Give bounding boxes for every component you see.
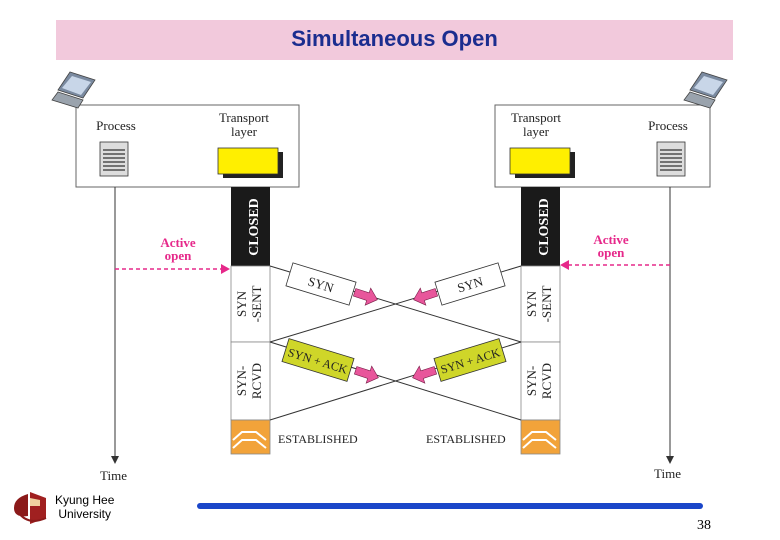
left-active-open-line1: Active bbox=[160, 235, 196, 250]
left-syn-label: SYN bbox=[306, 274, 336, 296]
left-closed-state bbox=[231, 187, 270, 266]
right-active-open-arrowhead bbox=[560, 260, 569, 270]
synack-arrow-left-icon bbox=[412, 365, 438, 384]
left-syn-sent-label-1: SYN bbox=[234, 290, 249, 317]
university-name-line2: University bbox=[58, 506, 112, 521]
right-document-icon bbox=[656, 141, 686, 177]
synack-arrow-right-icon bbox=[353, 365, 379, 384]
left-synack-segment: SYN + ACK bbox=[281, 338, 355, 382]
university-logo-icon bbox=[14, 492, 47, 524]
left-syn-sent-state bbox=[230, 265, 271, 343]
left-active-open-label: Active open bbox=[152, 236, 204, 262]
left-transport-box bbox=[217, 147, 279, 175]
left-established-icon bbox=[230, 419, 271, 455]
left-active-open-arrowhead bbox=[221, 264, 230, 274]
left-established-label: ESTABLISHED bbox=[278, 432, 358, 446]
left-transport-label-1: Transport bbox=[219, 110, 269, 125]
page-number: 38 bbox=[697, 518, 711, 533]
title-band: Simultaneous Open bbox=[56, 20, 733, 60]
right-active-open-label: Active open bbox=[585, 233, 637, 259]
right-established-label: ESTABLISHED bbox=[426, 432, 506, 446]
right-established-icon bbox=[520, 419, 561, 455]
right-process-label: Process bbox=[648, 118, 688, 133]
syn-arrow-right-icon bbox=[352, 287, 378, 306]
left-syn-rcvd-label-2: RCVD bbox=[249, 363, 264, 399]
left-syn-sent-label-2: -SENT bbox=[249, 286, 264, 323]
left-active-open-line2: open bbox=[164, 248, 192, 263]
right-syn-sent-label-1: SYN bbox=[524, 290, 539, 317]
left-process-label: Process bbox=[96, 118, 136, 133]
left-time-label: Time bbox=[100, 468, 127, 483]
left-closed-label: CLOSED bbox=[247, 198, 262, 256]
right-closed-label: CLOSED bbox=[537, 198, 552, 256]
right-active-open-line1: Active bbox=[593, 232, 629, 247]
left-transport-label-2: layer bbox=[231, 124, 258, 139]
right-synack-segment: SYN + ACK bbox=[433, 338, 507, 382]
right-syn-rcvd-state bbox=[520, 341, 561, 421]
page-title: Simultaneous Open bbox=[291, 26, 498, 51]
right-syn-rcvd-label-2: RCVD bbox=[539, 363, 554, 399]
left-syn-segment: SYN bbox=[285, 262, 357, 306]
university-name: Kyung Hee University bbox=[55, 493, 115, 522]
right-time-label: Time bbox=[654, 466, 681, 481]
left-computer-icon bbox=[51, 71, 96, 109]
right-syn-segment: SYN bbox=[434, 262, 506, 306]
left-document-icon bbox=[99, 141, 129, 177]
right-closed-state bbox=[521, 187, 560, 266]
right-computer-icon bbox=[683, 71, 728, 109]
right-syn-sent-state bbox=[520, 265, 561, 343]
right-transport-label-1: Transport bbox=[511, 110, 561, 125]
right-transport-label-2: layer bbox=[523, 124, 550, 139]
right-transport-box bbox=[509, 147, 571, 175]
right-syn-sent-label-2: -SENT bbox=[539, 286, 554, 323]
right-active-open-line2: open bbox=[597, 245, 625, 260]
right-syn-rcvd-label-1: SYN- bbox=[524, 366, 539, 396]
syn-arrow-left-icon bbox=[413, 287, 439, 306]
left-syn-rcvd-label-1: SYN- bbox=[234, 366, 249, 396]
right-syn-label: SYN bbox=[456, 273, 486, 295]
university-name-line1: Kyung Hee bbox=[55, 493, 115, 507]
